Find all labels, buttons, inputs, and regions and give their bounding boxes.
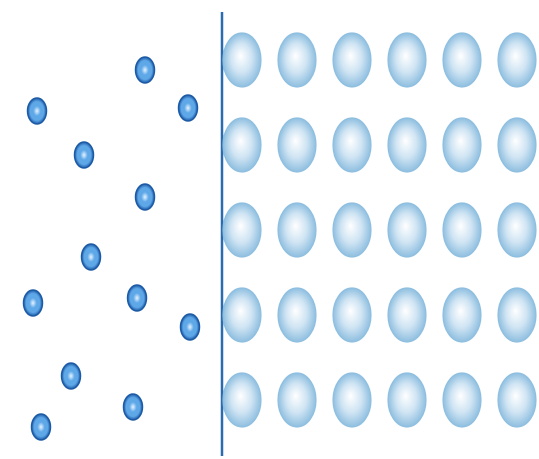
solid-particle [388,288,426,342]
solid-particle [278,203,316,257]
solid-particle [278,118,316,172]
solid-particle [443,373,481,427]
gas-particle [62,363,81,389]
solid-particle [278,373,316,427]
gas-particle [24,290,43,316]
solid-particle [333,373,371,427]
solid-particle [498,33,536,87]
solid-particle [388,373,426,427]
gas-particle [28,98,47,124]
solid-particle [278,288,316,342]
solid-particle [388,118,426,172]
solid-particle [333,118,371,172]
gas-particle [32,414,51,440]
gas-particle [128,285,147,311]
solid-particle [223,33,261,87]
solid-particle [223,288,261,342]
solid-particle [498,118,536,172]
solid-particle [223,118,261,172]
solid-particle [223,373,261,427]
solid-particle [278,33,316,87]
solid-particle [443,118,481,172]
solid-particle [388,203,426,257]
solid-particle [333,288,371,342]
solid-particle [333,33,371,87]
gas-particle [181,314,200,340]
gas-particle [82,244,101,270]
gas-particle [136,184,155,210]
solid-particle [388,33,426,87]
gas-particle [136,57,155,83]
gas-particle [179,95,198,121]
solid-particle [443,288,481,342]
solid-particle [333,203,371,257]
solid-particle [443,203,481,257]
solid-particle [223,203,261,257]
solid-particle [498,373,536,427]
gas-particle [124,394,143,420]
solid-particle [498,203,536,257]
solid-particle [443,33,481,87]
gas-particle [75,142,94,168]
solid-particle [498,288,536,342]
